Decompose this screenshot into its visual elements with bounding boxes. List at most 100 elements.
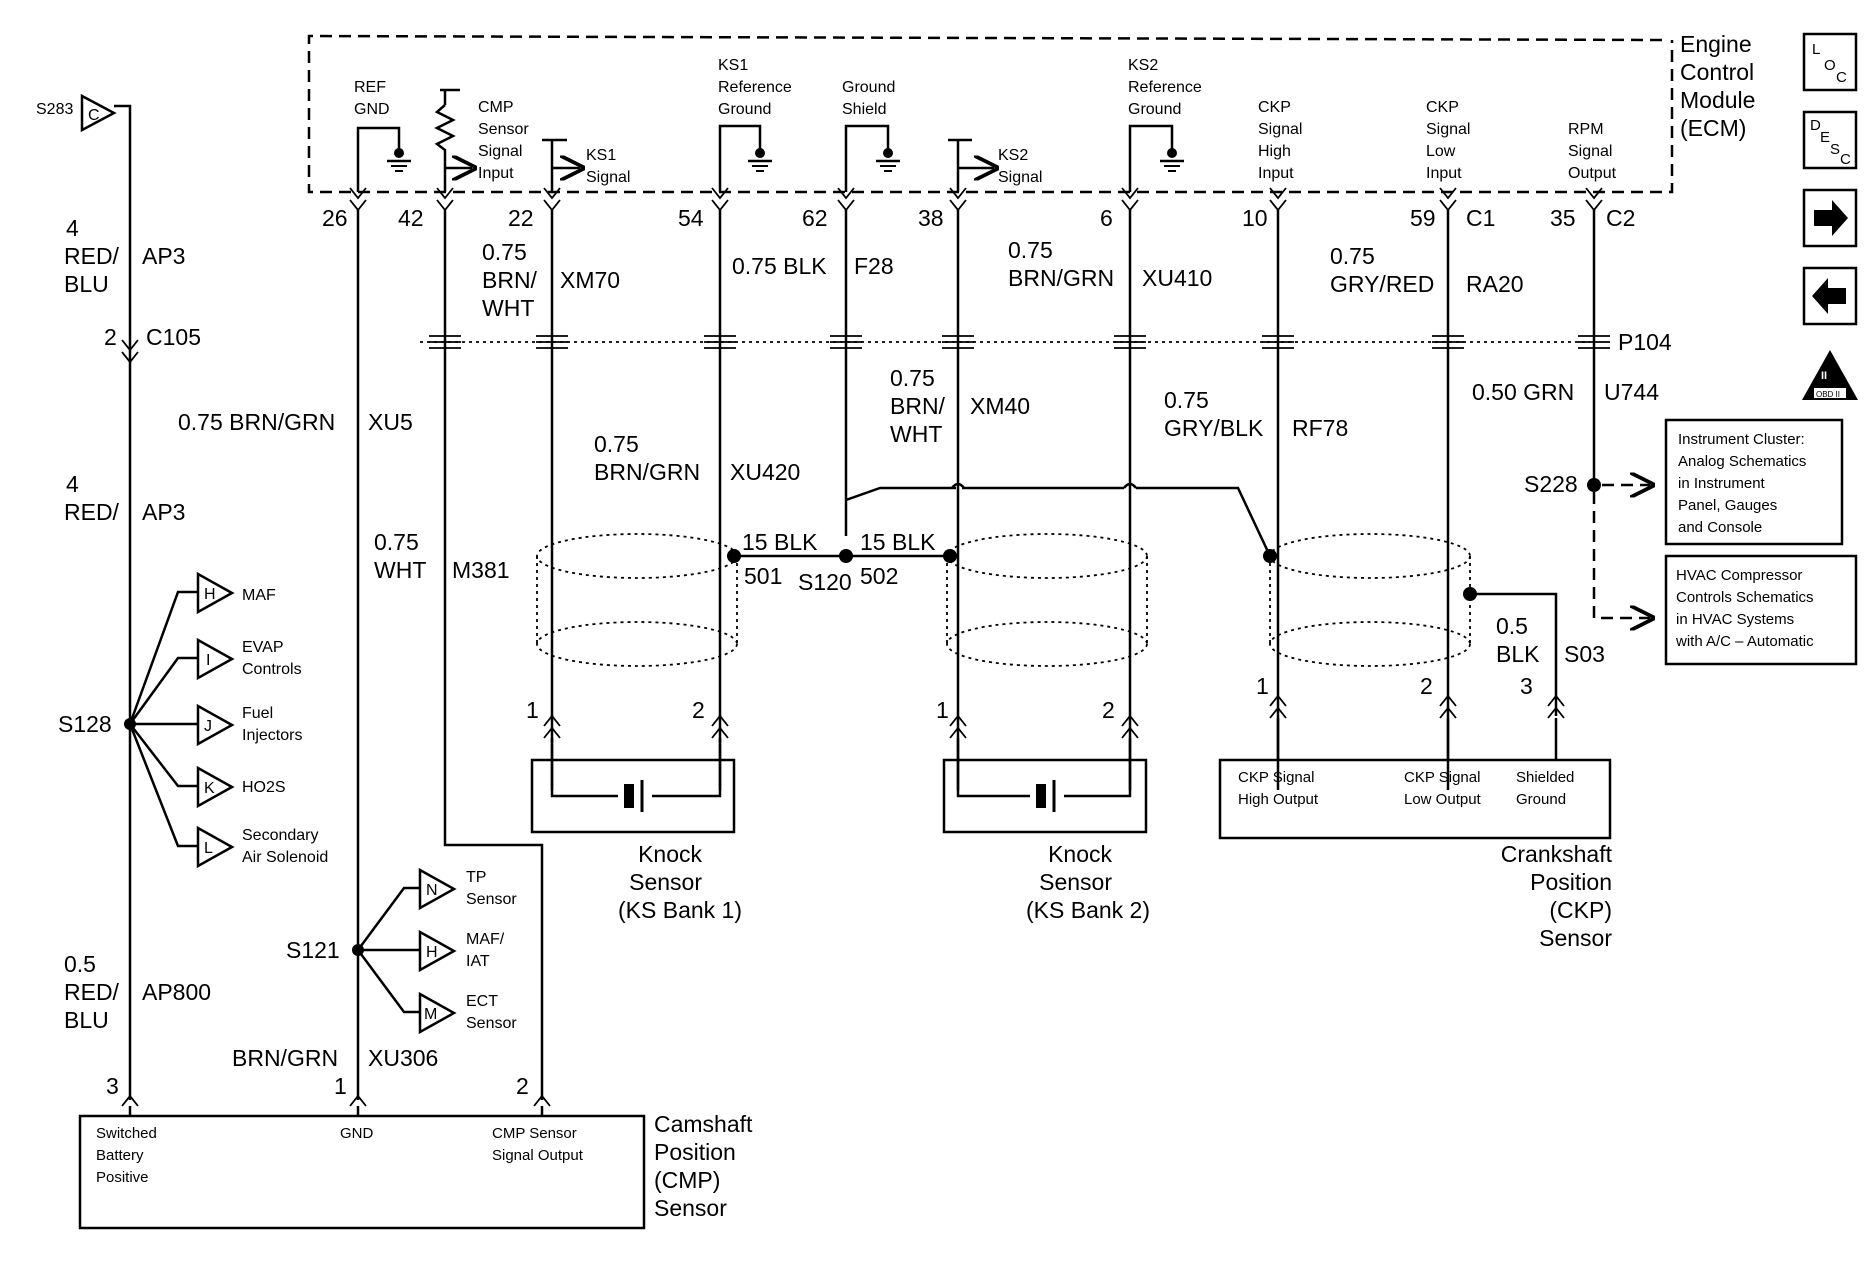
s121-branch-ect: M ECT Sensor xyxy=(418,991,517,1035)
s121-branch-label: TP xyxy=(466,869,486,886)
cmp-input-label-3: Signal xyxy=(478,143,522,160)
xm40-gauge: 0.75 xyxy=(890,365,935,391)
s128-branch-ho2s: K HO2S xyxy=(196,765,286,809)
splice-s121: S121 xyxy=(286,937,340,963)
circuit-wires xyxy=(356,210,1596,1100)
xm70-circuit: XM70 xyxy=(560,267,620,293)
pin-62: 62 xyxy=(802,205,828,231)
cmp-pin-1: 1 xyxy=(334,1073,347,1099)
splice-s283: S283 xyxy=(36,101,73,118)
ks1-pin-1: 1 xyxy=(526,697,539,723)
ks2-title: (KS Bank 2) xyxy=(1026,897,1150,923)
desc-letter: E xyxy=(1820,129,1830,146)
ground-symbol xyxy=(387,148,411,172)
obd-roman: II xyxy=(1821,370,1827,382)
m381-color: WHT xyxy=(374,557,426,583)
ref-cluster-line: and Console xyxy=(1678,519,1762,536)
ks2-pin-2: 2 xyxy=(1102,697,1115,723)
ckp-pin-2: 2 xyxy=(1420,673,1433,699)
xu5-wire: 0.75 BRN/GRN xyxy=(178,409,335,435)
s121-branch-maf-iat: H MAF/ IAT xyxy=(418,929,505,973)
rf78-color: GRY/BLK xyxy=(1164,415,1264,441)
ckp-title: (CKP) xyxy=(1549,897,1612,923)
xu306-color: BRN/GRN xyxy=(232,1045,338,1071)
ckp-low-in-label-2: Signal xyxy=(1426,121,1470,138)
splice-s128: S128 xyxy=(58,711,112,737)
pin-54: 54 xyxy=(678,205,704,231)
f28-wire: 0.75 BLK xyxy=(732,253,827,279)
ks2-ref-label-1: KS2 xyxy=(1128,57,1158,74)
wire-labels: 4 RED/ BLU AP3 2 C105 0.75 BRN/GRN XU5 4… xyxy=(64,215,1659,1071)
ks2-pin-1: 1 xyxy=(936,697,949,723)
s128-branch-tag: H xyxy=(204,586,216,603)
ks1-signal-label-1: KS1 xyxy=(586,147,616,164)
obd-label: OBD II xyxy=(1816,390,1840,399)
ecm-title-1: Engine xyxy=(1680,31,1752,57)
prev-page-button[interactable] xyxy=(1802,266,1858,326)
ap3-gauge: 4 xyxy=(66,215,79,241)
loc-button[interactable]: L O C xyxy=(1802,32,1858,92)
s128-branch-maf: H MAF xyxy=(196,571,276,615)
cmp-input-label-1: CMP xyxy=(478,99,514,116)
s128-branch-tag: K xyxy=(204,780,215,797)
connector-c2: C2 xyxy=(1606,205,1635,231)
s121-branch-label: IAT xyxy=(466,953,490,970)
s128-branches: H MAF I EVAP Controls J Fuel Injectors K… xyxy=(128,571,328,869)
ckp-high-label: CKP Signal xyxy=(1238,769,1314,786)
s121-branch-tp: N TP Sensor xyxy=(418,867,517,911)
ckp-high-in-label-4: Input xyxy=(1258,165,1294,182)
ap800-circuit: AP800 xyxy=(142,979,211,1005)
ks1-ref-label-2: Reference xyxy=(718,79,792,96)
ckp-low-label: Low Output xyxy=(1404,791,1482,808)
rf78-gauge: 0.75 xyxy=(1164,387,1209,413)
m381-gauge: 0.75 xyxy=(374,529,419,555)
desc-letter: D xyxy=(1810,117,1821,134)
s03-color: BLK xyxy=(1496,641,1540,667)
cmp-sensor: 3 1 2 Switched Battery Positive GND CMP … xyxy=(78,1073,753,1230)
ks2-title: Knock xyxy=(1048,841,1112,867)
cmp-batt-label: Switched xyxy=(96,1125,157,1142)
ks1-title: Knock xyxy=(638,841,702,867)
s128-branch-tag: I xyxy=(206,652,210,669)
next-page-button[interactable] xyxy=(1802,188,1858,248)
ckp-sensor: 1 2 3 CKP Signal High Output CKP Signal … xyxy=(1218,673,1613,951)
s128-branch-evap: I EVAP Controls xyxy=(196,637,302,681)
ckp-low-label: CKP Signal xyxy=(1404,769,1480,786)
xm70-gauge: 0.75 xyxy=(482,239,527,265)
loc-letter: O xyxy=(1824,57,1836,74)
desc-letter: C xyxy=(1840,151,1851,168)
xu420-circuit: XU420 xyxy=(730,459,800,485)
s128-branch-label: MAF xyxy=(242,587,276,604)
shield-ks2 xyxy=(946,533,1148,667)
ap800-color-2: BLU xyxy=(64,1007,109,1033)
s121-branches: S121 N TP Sensor H MAF/ IAT M ECT Sensor xyxy=(286,867,517,1035)
s121-branch-label: Sensor xyxy=(466,891,517,908)
ref-cluster-line: Panel, Gauges xyxy=(1678,497,1777,514)
xm40-color-1: BRN/ xyxy=(890,393,946,419)
ground-symbol xyxy=(876,148,900,172)
ref-hvac-line: in HVAC Systems xyxy=(1676,611,1794,628)
connector-p104: P104 xyxy=(420,329,1672,355)
s121-branch-label: ECT xyxy=(466,993,498,1010)
s128-branch-tag: L xyxy=(204,840,213,857)
ks2-title: Sensor xyxy=(1039,869,1112,895)
connector-c1: C1 xyxy=(1466,205,1495,231)
cmp-batt-label: Battery xyxy=(96,1147,144,1164)
ref-gnd-label-1: REF xyxy=(354,79,386,96)
arrow-right-icon xyxy=(1814,200,1848,236)
pin-38: 38 xyxy=(918,205,944,231)
ref-instrument-cluster: Instrument Cluster: Analog Schematics in… xyxy=(1664,418,1844,546)
s128-branch-label: Air Solenoid xyxy=(242,849,328,866)
s228-splice: S228 xyxy=(1524,471,1650,618)
ks2-ref-label-2: Reference xyxy=(1128,79,1202,96)
desc-button[interactable]: D E S C xyxy=(1802,110,1858,170)
ra20-circuit: RA20 xyxy=(1466,271,1524,297)
obd-ii-icon[interactable]: II OBD II xyxy=(1802,350,1858,400)
ground-shield-label-2: Shield xyxy=(842,101,886,118)
xu420-color: BRN/GRN xyxy=(594,459,700,485)
cmp-sig-label: CMP Sensor xyxy=(492,1125,577,1142)
s128-branch-label: Fuel xyxy=(242,705,273,722)
u744-wire: 0.50 GRN xyxy=(1472,379,1574,405)
node-502: 502 xyxy=(860,563,898,589)
